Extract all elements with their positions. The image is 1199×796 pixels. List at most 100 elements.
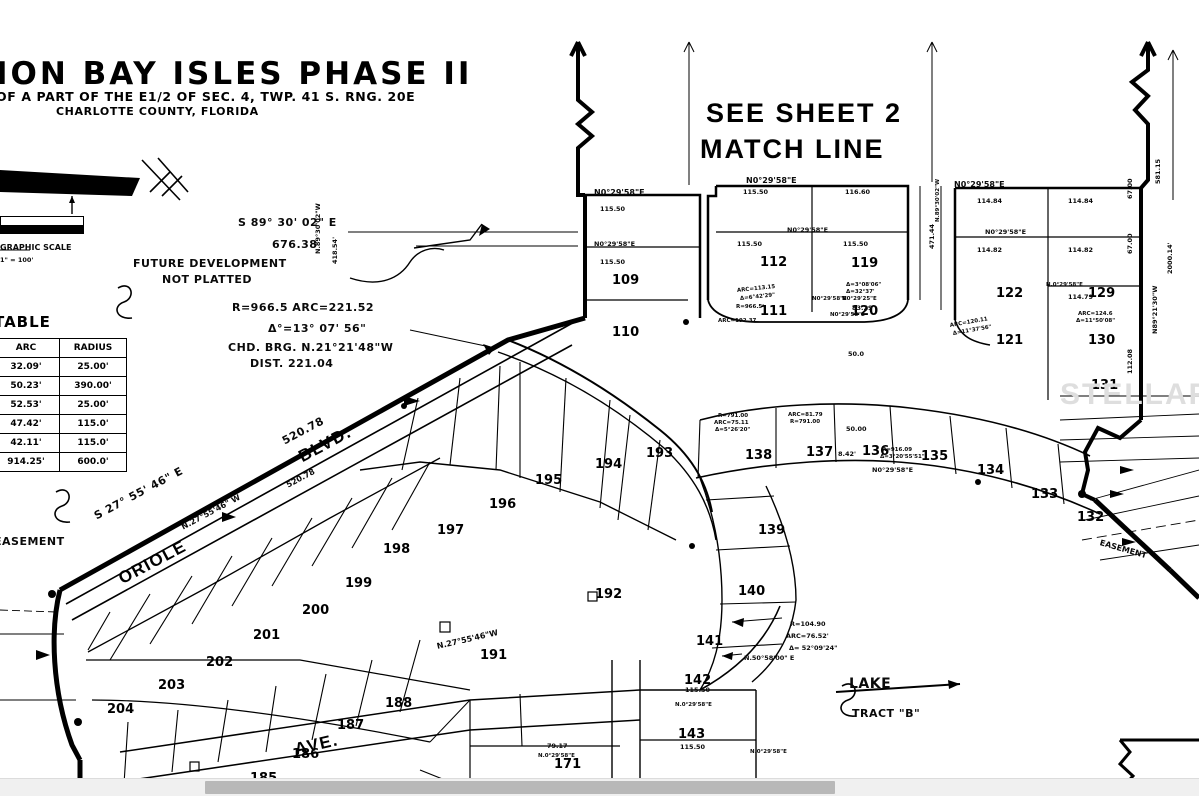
dimension-annotation: 116.60 [845,188,871,196]
tract-b-label: TRACT "B" [852,707,921,720]
curve-table-row: 52.53'25.00' [0,395,127,415]
dimension-annotation: 114.84 [977,197,1003,205]
dimension-annotation: Δ=3°08'06" [846,282,882,288]
lot-number-197: 197 [437,523,465,538]
dimension-annotation: Δ=5°26'20" [715,427,751,433]
curve-table-header-row: ARC RADIUS [0,338,127,358]
dimension-annotation: 581.15 [1154,158,1162,184]
dimension-annotation: N.0°29'58"E [675,702,712,708]
dimension-annotation: N0°29'58"E [746,176,797,185]
lot-number-187: 187 [337,718,365,733]
note-top-bearing: S 89° 30' 02" E [238,216,337,229]
lot-number-133: 133 [1031,487,1059,502]
curve-radius-value: 25.00' [59,395,127,415]
lot-number-200: 200 [302,603,330,618]
lot-number-132: 132 [1077,510,1105,525]
curve-table-row: 47.42'115.0' [0,414,127,434]
dimension-annotation: N0°29'58"E [787,226,829,234]
dimension-annotation: N.0°29'58"E [538,753,575,759]
dimension-annotation: Δ=32°37' [846,289,875,295]
lot-number-141: 141 [696,634,724,649]
subtitle-county: CHARLOTTE COUNTY, FLORIDA [56,105,259,118]
dimension-annotation: 115.50 [685,686,711,694]
dimension-annotation: N.50°58'00" E [744,654,795,662]
horizontal-scrollbar-track[interactable] [0,778,1199,796]
horizontal-scrollbar-thumb[interactable] [205,781,835,794]
dimension-annotation: N0°29'58"E [985,228,1027,236]
lot-number-140: 140 [738,584,766,599]
curve-arc-value: 914.25' [0,452,60,472]
dimension-annotation: N0°29'58"E [594,240,636,248]
dimension-annotation: R=966.5' [736,304,764,310]
lot-number-202: 202 [206,655,234,670]
lot-number-134: 134 [977,463,1005,478]
dimension-annotation: 2000.14' [1166,242,1174,274]
curve-table-header-radius: RADIUS [59,338,127,358]
dimension-annotation: 83.29 [852,304,873,312]
dimension-annotation: N89°21'30"W [1151,285,1159,334]
lot-number-137: 137 [806,445,834,460]
dimension-annotation: 50.0 [848,350,865,358]
lot-number-139: 139 [758,523,786,538]
note-curve-delta: Δ°=13° 07' 56" [268,322,367,335]
lot-number-135: 135 [921,449,949,464]
lot-number-119: 119 [851,256,879,271]
lot-number-186: 186 [292,747,320,762]
dimension-annotation: 115.50 [680,743,706,751]
lot-number-130: 130 [1088,333,1116,348]
lot-number-171: 171 [554,757,582,772]
note-curve-chord-bearing: CHD. BRG. N.21°21'48"W [228,341,394,354]
curve-table-title: TABLE [0,313,51,331]
dimension-annotation: ARC=75.11 [714,420,749,426]
curve-table-row: 914.25'600.0' [0,452,127,472]
dimension-annotation: ARC=192.37 [718,318,757,324]
curve-radius-value: 390.00' [59,376,127,396]
dimension-annotation: 114.82 [977,246,1003,254]
lot-number-110: 110 [612,325,640,340]
graphic-scale-label: GRAPHIC SCALE [0,243,72,252]
dimension-annotation: 115.50 [743,188,769,196]
match-line-label: MATCH LINE [700,134,885,164]
lot-number-203: 203 [158,678,186,693]
dimension-annotation: N0°29'58"E [954,180,1005,189]
curve-radius-value: 25.00' [59,357,127,377]
lot-number-112: 112 [760,255,788,270]
dimension-annotation: 115.50 [843,240,869,248]
dimension-annotation: 115.50 [737,240,763,248]
curve-table-row: 50.23'390.00' [0,376,127,396]
dimension-annotation: Δ=3°20'55'51" [880,454,925,460]
stellar-mls-watermark: STELLAR MLS [1060,378,1199,411]
lot-number-191: 191 [480,648,508,663]
dimension-annotation: 115.50 [600,205,626,213]
dimension-annotation: 8.42' [838,450,857,458]
curve-table: ARC RADIUS 32.09'25.00'50.23'390.00'52.5… [0,338,127,472]
curve-radius-value: 115.0' [59,414,127,434]
lot-number-188: 188 [385,696,413,711]
curve-table-row: 32.09'25.00' [0,357,127,377]
dimension-annotation: R=104.90 [790,620,826,628]
page-title: ION BAY ISLES PHASE II [0,56,473,92]
curve-radius-value: 600.0' [59,452,127,472]
lake-label: LAKE [849,676,892,692]
dimension-annotation: 79.17 [547,742,568,750]
lot-number-111: 111 [760,304,788,319]
note-top-distance: 676.38 [272,238,318,251]
dimension-annotation: ARC=76.52' [786,632,829,640]
dimension-annotation: N.89°30'02"W [314,203,322,254]
dimension-annotation: 114.82 [1068,246,1094,254]
dimension-annotation: R=916.09 [882,447,913,453]
lot-number-143: 143 [678,727,706,742]
lot-number-198: 198 [383,542,411,557]
dimension-annotation: 67.00 [1126,178,1134,199]
dimension-annotation: 114.84 [1068,197,1094,205]
note-future-development-line1: FUTURE DEVELOPMENT [133,257,287,270]
dimension-annotation: 471.44 [928,223,936,249]
dimension-annotation: N.89°30'02"W [935,178,941,222]
curve-radius-value: 115.0' [59,433,127,453]
curve-arc-value: 52.53' [0,395,60,415]
lot-number-199: 199 [345,576,373,591]
dimension-annotation: N0°29'58"E [872,466,914,474]
curve-arc-value: 32.09' [0,357,60,377]
